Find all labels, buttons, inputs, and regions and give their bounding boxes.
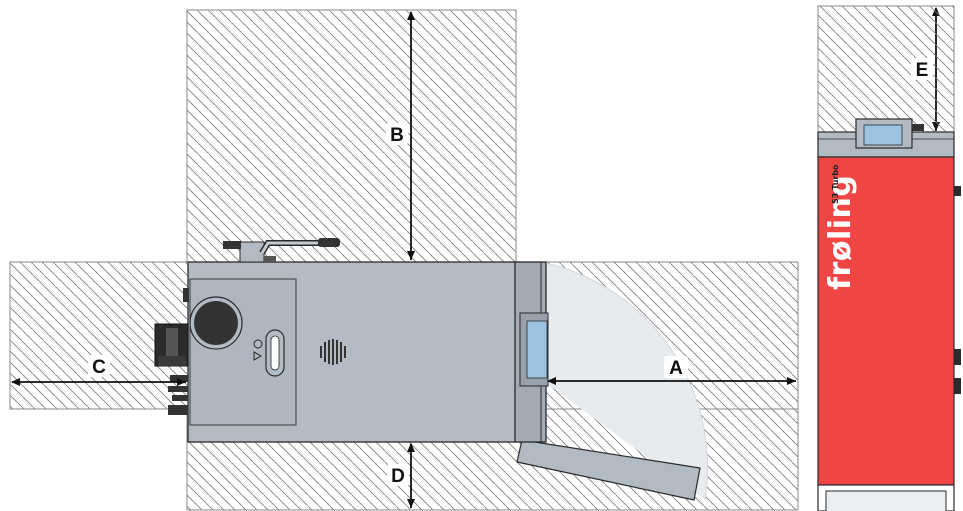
dimension-label-e: E bbox=[916, 60, 929, 81]
dimension-label-a: A bbox=[669, 358, 683, 379]
model-label: S3 Turbo bbox=[831, 164, 840, 204]
dimension-label-b: B bbox=[390, 125, 404, 146]
door-swing-arc bbox=[545, 262, 709, 501]
dimension-label-d: D bbox=[391, 466, 405, 487]
top-view bbox=[9, 9, 799, 511]
open-door bbox=[516, 439, 701, 501]
brand-logo: frøling bbox=[823, 175, 858, 290]
display-screen bbox=[863, 124, 903, 146]
cleaning-lever bbox=[223, 238, 340, 263]
flue-pipe bbox=[194, 301, 238, 345]
display-unit bbox=[855, 118, 924, 149]
symbol-circle bbox=[253, 339, 263, 349]
clearance-zone-rear bbox=[186, 9, 517, 263]
clearance-zone-top bbox=[817, 5, 955, 133]
control-box bbox=[154, 323, 189, 367]
door-glass bbox=[526, 320, 548, 379]
dimension-labels: A B C D E bbox=[88, 58, 933, 487]
dimension-label-c: C bbox=[92, 357, 106, 378]
symbol-triangle bbox=[253, 351, 263, 361]
rear-bracket bbox=[183, 288, 189, 302]
boiler-body-red bbox=[817, 156, 955, 486]
side-view: frøling S3 Turbo bbox=[817, 5, 961, 511]
fan-grille bbox=[320, 339, 346, 365]
side-connectors bbox=[954, 186, 961, 394]
